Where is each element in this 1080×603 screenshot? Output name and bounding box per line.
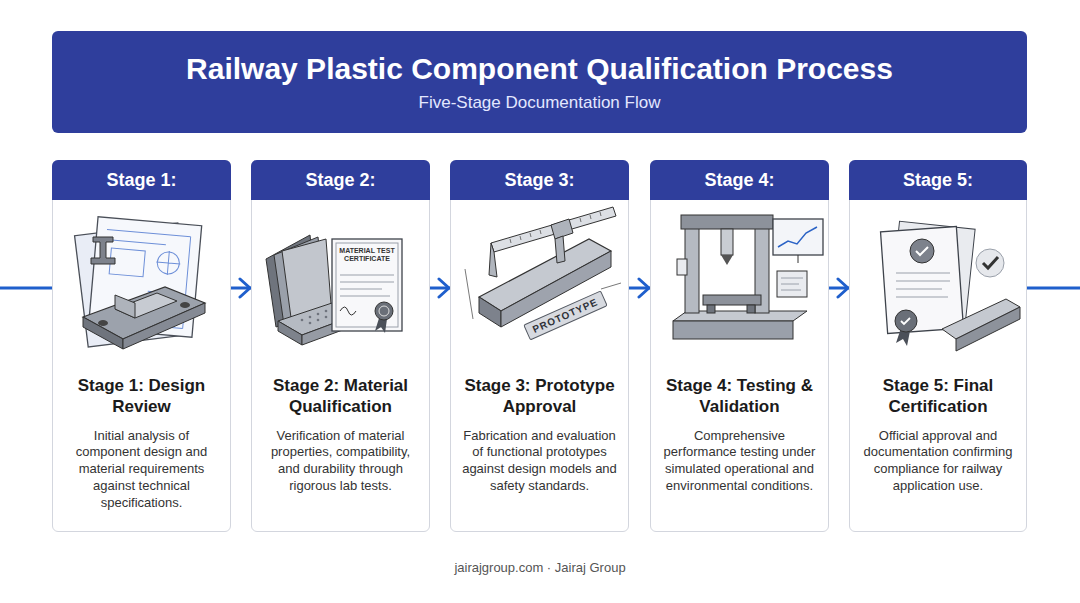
illustration-shape bbox=[721, 229, 733, 255]
illustration-shape bbox=[332, 239, 402, 331]
illustration-shape bbox=[309, 316, 312, 319]
stage-card: Stage 4: Stage 4: Testing & ValidationCom… bbox=[650, 160, 829, 532]
stage-header-band: Stage 4: bbox=[650, 160, 829, 200]
stage-description: Official approval and documentation conf… bbox=[859, 428, 1017, 496]
illustration-shape bbox=[555, 236, 565, 263]
stage-title: Stage 3: Prototype Approval bbox=[460, 375, 619, 418]
stage-card: Stage 1: Stage 1: Design ReviewInitial an… bbox=[52, 160, 231, 532]
stage-title: Stage 5: Final Certification bbox=[859, 375, 1017, 418]
illustration-shape bbox=[479, 297, 501, 327]
illustration-shape bbox=[115, 295, 135, 318]
illustration-shape bbox=[489, 243, 497, 277]
illustration-shape bbox=[707, 305, 715, 313]
stage-illustration bbox=[651, 199, 830, 364]
illustration-shape bbox=[491, 207, 616, 252]
stage-header-band: Stage 2: bbox=[251, 160, 430, 200]
illustration-shape bbox=[681, 215, 773, 229]
illustration-shape bbox=[703, 295, 761, 305]
illustration-shape bbox=[180, 302, 190, 308]
flow-arrow bbox=[829, 287, 849, 290]
stage-description: Verification of material properties, com… bbox=[261, 428, 420, 496]
illustration-shape bbox=[317, 313, 320, 316]
illustration-shape bbox=[375, 302, 393, 320]
illustration-shape bbox=[325, 316, 328, 319]
stage-number: Stage 5: bbox=[903, 170, 973, 191]
flow-arrow bbox=[430, 287, 450, 290]
stage-description: Comprehensive performance testing under … bbox=[660, 428, 819, 496]
illustration-shape bbox=[340, 307, 356, 315]
illustration-shape bbox=[798, 255, 799, 263]
certificate-label: MATERIAL TEST CERTIFICATE bbox=[335, 247, 399, 262]
stage-illustration bbox=[252, 199, 431, 364]
flow-line bbox=[0, 287, 52, 290]
illustration-shape bbox=[895, 310, 917, 332]
certificate-label-holder: MATERIAL TEST CERTIFICATE bbox=[335, 247, 399, 262]
prototype-tag-holder: PROTOTYPE bbox=[523, 307, 608, 324]
illustration-shape bbox=[83, 317, 123, 349]
illustration-shape bbox=[325, 310, 328, 313]
illustration-shape bbox=[721, 255, 733, 265]
illustration-shape bbox=[379, 306, 389, 316]
stage-card: Stage 3: Stage 3: Prototype ApprovalFabri… bbox=[450, 160, 629, 532]
stage-illustration bbox=[53, 199, 232, 364]
stage-card: Stage 5: Stage 5: Final CertificationOffi… bbox=[849, 160, 1027, 532]
illustration-shape bbox=[881, 226, 964, 333]
flow-line bbox=[1027, 287, 1080, 290]
subtitle: Five-Stage Documentation Flow bbox=[419, 93, 661, 113]
title: Railway Plastic Component Qualification … bbox=[186, 51, 893, 87]
stage-card: Stage 2: Stage 2: Material QualificationV… bbox=[251, 160, 430, 532]
stage-illustration bbox=[451, 199, 630, 364]
stage-illustration bbox=[850, 199, 1029, 364]
illustration-shape bbox=[983, 257, 998, 268]
illustration-shape bbox=[673, 321, 793, 339]
stage-header-band: Stage 1: bbox=[52, 160, 231, 200]
illustration-shape bbox=[781, 278, 803, 290]
stage-number: Stage 2: bbox=[305, 170, 375, 191]
stage-number: Stage 4: bbox=[704, 170, 774, 191]
illustration-shape bbox=[778, 227, 817, 247]
flow-arrow bbox=[629, 287, 650, 290]
stage-header-band: Stage 3: bbox=[450, 160, 629, 200]
illustration-shape bbox=[278, 321, 302, 345]
illustration-shape bbox=[98, 320, 108, 326]
illustration-shape bbox=[910, 239, 934, 263]
footer-credit-holder: jairajgroup.com · Jairaj Group bbox=[0, 560, 1080, 575]
footer-credit: jairajgroup.com · Jairaj Group bbox=[0, 560, 1080, 575]
illustration-shape bbox=[901, 318, 910, 324]
stage-description: Initial analysis of component design and… bbox=[62, 428, 221, 512]
stage-number: Stage 1: bbox=[106, 170, 176, 191]
illustration-shape bbox=[340, 275, 394, 296]
stage-title: Stage 1: Design Review bbox=[62, 375, 221, 418]
flow-arrow bbox=[231, 287, 251, 290]
card-content: Stage 4: Testing & ValidationComprehensi… bbox=[651, 375, 828, 495]
illustration-shape bbox=[115, 293, 177, 318]
illustration-shape bbox=[301, 310, 336, 325]
card-content: Stage 5: Final CertificationOfficial app… bbox=[850, 375, 1026, 495]
illustration-shape bbox=[777, 271, 807, 297]
illustration-shape bbox=[956, 307, 1020, 351]
header-band: Railway Plastic Component Qualification … bbox=[52, 31, 1027, 133]
illustration-shape bbox=[916, 247, 928, 255]
card-content: Stage 3: Prototype ApprovalFabrication a… bbox=[451, 375, 628, 495]
illustration-shape bbox=[91, 237, 115, 264]
illustration-shape bbox=[677, 259, 687, 275]
illustration-shape bbox=[773, 219, 823, 255]
stage-title: Stage 2: Material Qualification bbox=[261, 375, 420, 418]
stage-number: Stage 3: bbox=[504, 170, 574, 191]
illustration-shape bbox=[896, 273, 950, 297]
illustration-shape bbox=[747, 305, 755, 313]
illustration-shape bbox=[309, 322, 312, 325]
illustration-shape bbox=[976, 249, 1004, 277]
illustration-shape bbox=[301, 319, 304, 322]
card-content: Stage 1: Design ReviewInitial analysis o… bbox=[53, 375, 230, 512]
stage-header-band: Stage 5: bbox=[849, 160, 1027, 200]
card-content: Stage 2: Material QualificationVerificat… bbox=[252, 375, 429, 495]
stage-description: Fabrication and evaluation of functional… bbox=[460, 428, 619, 496]
illustration-shape bbox=[336, 243, 398, 327]
stage-title: Stage 4: Testing & Validation bbox=[660, 375, 819, 418]
illustration-shape bbox=[317, 319, 320, 322]
